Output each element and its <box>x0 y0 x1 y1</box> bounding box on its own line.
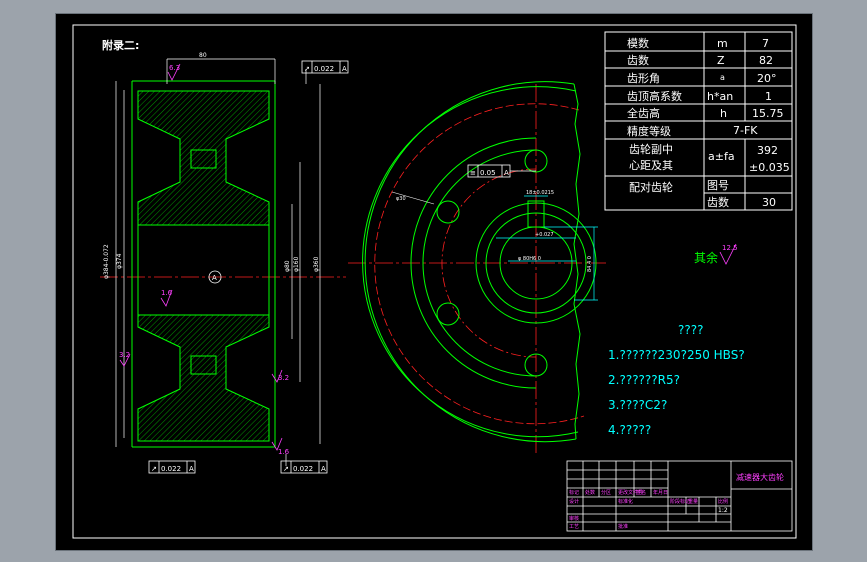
note-1: 1.??????230?250 HBS? <box>608 348 745 362</box>
keyway-frame-datum: A <box>504 169 509 177</box>
dim-bore-front: φ 80H6 0 <box>518 256 541 262</box>
note-4: 4.????? <box>608 423 651 437</box>
param-value-teeth: 82 <box>759 54 773 67</box>
tol-frame-1-value: 0.022 <box>314 65 334 73</box>
front-view: 18±0.0215 +0.027 φ 80H6 0 84.4 0 φ30 ≡ 0… <box>348 81 606 454</box>
param-name-angle: 齿形角 <box>627 72 660 85</box>
tb-process: 工艺 <box>569 524 579 530</box>
tb-part-name: 减速器大齿轮 <box>736 472 784 482</box>
param-symbol-center: a±fa <box>708 150 735 163</box>
tol-frame-2-value: 0.022 <box>161 465 181 473</box>
notes-title: ???? <box>678 323 703 337</box>
param-value-addendum: 1 <box>765 90 772 103</box>
roughness-mark-4: 3.2 <box>278 374 289 382</box>
param-value-grade: 7-FK <box>733 124 758 137</box>
dim-width-label: 80 <box>199 52 207 59</box>
param-symbol-addendum: h*an <box>707 90 733 103</box>
dim-tip-diameter: φ384-0.072 <box>103 244 110 279</box>
tb-scale-value: 1:2 <box>718 507 728 514</box>
param-symbol-depth: h <box>720 107 727 120</box>
dim-keyway: 18±0.0215 <box>526 190 554 196</box>
dim-key-depth: 84.4 0 <box>587 256 593 272</box>
param-symbol-angle: a <box>720 73 725 82</box>
tol-frame-2-symbol: ↗ <box>151 465 157 473</box>
param-symbol-module: m <box>717 37 728 50</box>
cad-viewport[interactable]: 附录二: <box>55 13 813 551</box>
keyway-frame-value: 0.05 <box>480 169 496 177</box>
dim-hub-d1: φ360 <box>313 256 320 272</box>
tb-scale-label: 比例 <box>718 498 728 505</box>
param-value-module: 7 <box>762 37 769 50</box>
tol-frame-3-value: 0.022 <box>293 465 313 473</box>
roughness-mark-2: 1.6 <box>161 289 173 297</box>
dim-bore-tol: +0.027 <box>535 232 554 238</box>
param-value-center: 392 <box>757 144 778 157</box>
param-name-mating: 配对齿轮 <box>629 180 673 194</box>
dim-web: φ160 <box>293 256 300 272</box>
gear-drawing: 附录二: <box>72 24 797 539</box>
param-name-center-l2: 心距及其 <box>629 159 673 172</box>
drawing-border <box>72 24 797 539</box>
datum-a-label: A <box>212 274 217 282</box>
roughness-other-label: 其余 <box>694 250 718 265</box>
tb-weight: 重量 <box>688 498 698 505</box>
roughness-mark-5: 1.6 <box>278 448 290 456</box>
roughness-mark-1: 6.3 <box>169 64 180 72</box>
param-name-center-l1: 齿轮副中 <box>629 142 673 156</box>
title-block: 标记 处数 分区 更改文件号 签名 年月日 设计 标准化 阶段标记 重量 比例 … <box>566 460 793 532</box>
param-value-mating-teeth: 30 <box>762 196 776 209</box>
param-name-addendum: 齿顶高系数 <box>627 89 682 103</box>
tb-zone: 分区 <box>601 489 611 496</box>
tb-change: 更改文件号 <box>618 489 643 496</box>
dim-hole: φ30 <box>396 196 406 202</box>
dim-bore: φ80 <box>284 260 291 272</box>
param-sub-teeth: 齿数 <box>707 196 729 209</box>
param-sub-drawing-no: 图号 <box>707 179 729 192</box>
roughness-other-mark <box>719 243 737 265</box>
tb-standard: 标准化 <box>618 498 633 505</box>
params-table: 模数 m 7 齿数 Z 82 齿形角 a 20° 齿顶高系数 h*an 1 全齿… <box>604 31 793 211</box>
note-3: 3.????C2? <box>608 398 667 412</box>
tol-frame-1-symbol: ↗ <box>304 65 310 73</box>
tol-frame-3-datum: A <box>321 465 326 473</box>
roughness-other-value: 12.5 <box>722 244 738 252</box>
tb-design: 设计 <box>569 498 579 505</box>
tol-frame-1-datum: A <box>342 65 347 73</box>
param-name-teeth: 齿数 <box>627 54 649 67</box>
tol-frame-3-symbol: ↗ <box>283 465 289 473</box>
datum-a-circle <box>208 270 222 284</box>
tb-stage: 阶段标记 <box>670 498 690 505</box>
param-name-depth: 全齿高 <box>627 106 660 120</box>
param-value-angle: 20° <box>757 72 777 85</box>
tb-mark: 标记 <box>569 489 579 496</box>
tech-notes: ???? 1.??????230?250 HBS? 2.??????R5? 3.… <box>608 323 745 437</box>
sheet-title: 附录二: <box>102 38 139 52</box>
tb-date: 年月日 <box>653 489 668 496</box>
section-view: 80 φ384-0.072 φ374 φ80 φ160 φ360 A 6.3 1… <box>100 52 349 474</box>
tb-approve: 批准 <box>618 523 628 530</box>
roughness-mark-3: 3.2 <box>119 351 130 359</box>
param-value-depth: 15.75 <box>752 107 784 120</box>
tb-sign: 签名 <box>636 489 646 496</box>
keyway-frame-symbol: ≡ <box>470 169 476 177</box>
tol-frame-2-datum: A <box>189 465 194 473</box>
tb-review: 审核 <box>569 515 579 522</box>
param-name-module: 模数 <box>627 37 649 50</box>
param-name-grade: 精度等级 <box>627 124 671 138</box>
note-2: 2.??????R5? <box>608 373 680 387</box>
tb-count: 处数 <box>585 489 595 496</box>
param-value-center-tol: ±0.035 <box>749 161 790 174</box>
dim-root-diameter: φ374 <box>116 253 123 269</box>
param-symbol-teeth: Z <box>717 54 725 67</box>
